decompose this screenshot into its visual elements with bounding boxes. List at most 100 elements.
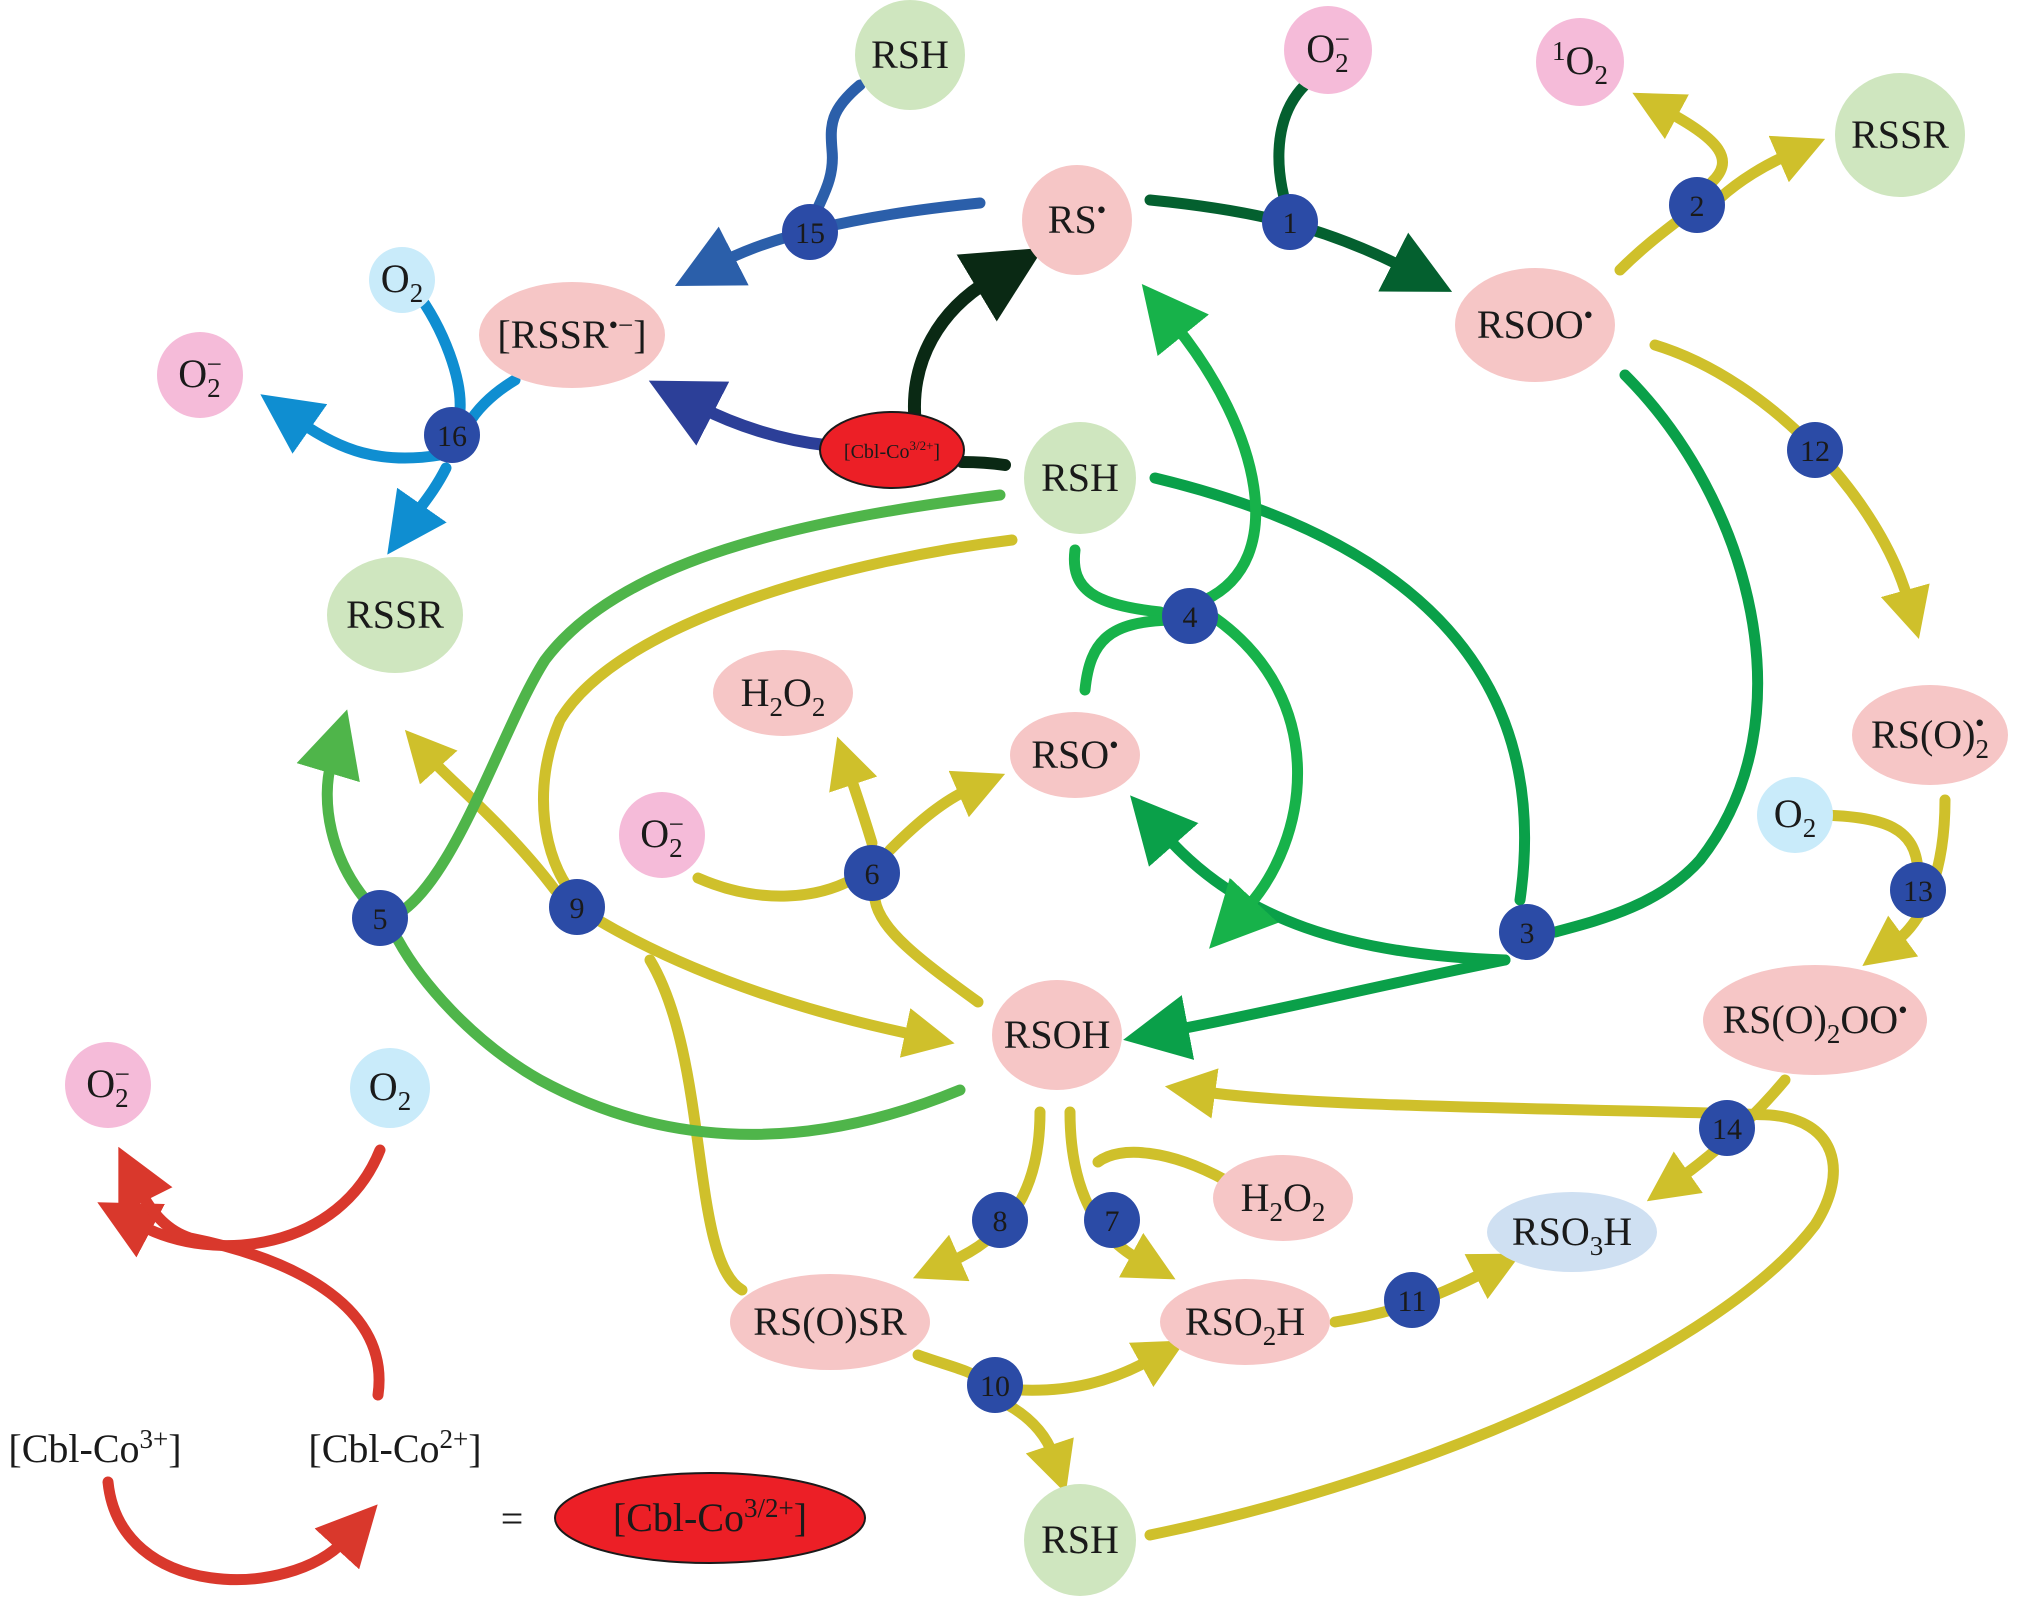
node-cobalamin-large: [Cbl-Co3/2+]	[554, 1472, 866, 1564]
svg-text:RSO•: RSO•	[1031, 730, 1118, 777]
arrow-h2o2-into-step7	[1092, 1146, 1231, 1186]
svg-text:RS(O)2•: RS(O)2•	[1871, 708, 1989, 764]
cobalamin-legend: O2− O2 [Cbl-Co3+] [Cbl-Co2+] = [Cbl-Co3/…	[8, 1042, 866, 1564]
node-superoxide-left: O2−	[157, 332, 243, 418]
arrow-legend-o2-to-co3	[97, 1144, 386, 1258]
arrow-rsosr-to-step9	[644, 954, 748, 1296]
arrow-step2-to-singlet-o2	[1632, 92, 1728, 188]
svg-text:RS•: RS•	[1048, 195, 1106, 242]
svg-text:RSO3H: RSO3H	[1512, 1209, 1632, 1261]
node-sulfinic-acid: RSO2H	[1160, 1279, 1330, 1365]
svg-text:11: 11	[1398, 1285, 1427, 1318]
svg-text:13: 13	[1903, 875, 1933, 908]
node-rssr-top-right: RSSR	[1835, 73, 1965, 197]
svg-text:O2: O2	[381, 256, 423, 308]
arrow-rssr-anion-to-step16	[462, 374, 521, 431]
svg-text:9: 9	[570, 892, 585, 925]
node-oxygen-left: O2	[369, 247, 435, 313]
svg-text:RSH: RSH	[1041, 455, 1119, 500]
node-hydrogen-peroxide-lower: H2O2	[1213, 1155, 1353, 1241]
svg-text:RS(O)2OO•: RS(O)2OO•	[1722, 995, 1907, 1049]
arrow-legend-co2-to-o2m	[118, 1146, 385, 1401]
arrow-rsh-to-step5	[379, 489, 1006, 926]
svg-text:[Cbl-Co3/2+]: [Cbl-Co3/2+]	[844, 438, 940, 463]
svg-text:14: 14	[1712, 1113, 1742, 1146]
svg-text:16: 16	[437, 420, 467, 453]
node-sulfinyl-radical: RSO•	[1010, 712, 1140, 798]
svg-text:10: 10	[980, 1370, 1010, 1403]
svg-text:O2: O2	[369, 1064, 411, 1116]
arrow-step16-to-rssr	[387, 462, 452, 555]
arrows	[97, 79, 1951, 1585]
step-10: 10	[967, 1357, 1023, 1413]
arrow-step10-to-rsh	[1002, 1399, 1074, 1494]
node-disulfide-radical-anion: [RSSR•−]	[479, 282, 665, 388]
node-rsh-bottom: RSH	[1024, 1484, 1136, 1596]
step-12: 12	[1787, 422, 1843, 478]
arrow-step2-to-rssr	[1714, 135, 1826, 204]
arrow-step3-to-rso	[1130, 795, 1511, 966]
arrow-step4-to-rs	[1141, 283, 1262, 606]
svg-text:RSH: RSH	[871, 32, 949, 77]
arrow-step6-to-h2o2	[829, 736, 878, 849]
step-15: 15	[782, 204, 838, 260]
arrow-rsh-to-step3	[1149, 472, 1531, 906]
arrow-step10-to-rso2h	[1014, 1340, 1186, 1396]
arrow-rsh-to-step4	[1068, 544, 1166, 618]
arrow-rsh-bottom-to-rsoh	[1144, 1068, 1839, 1541]
node-sulfonic-acid: RSO3H	[1487, 1192, 1657, 1272]
svg-text:O2−: O2−	[640, 809, 684, 863]
step-13: 13	[1890, 862, 1946, 918]
arrow-step9-to-rssr	[404, 729, 561, 896]
node-thiylperoxyl-radical: RSOO•	[1455, 268, 1615, 382]
svg-text:RSH: RSH	[1041, 1517, 1119, 1562]
arrow-step3-to-rsoh	[1123, 954, 1511, 1060]
arrow-o2m-into-step6	[692, 869, 866, 902]
node-thiyl-radical: RS•	[1022, 165, 1132, 275]
step-1: 1	[1262, 194, 1318, 250]
svg-text:O2−: O2−	[1306, 24, 1350, 78]
svg-text:5: 5	[373, 903, 388, 936]
arrow-o2-into-step16	[409, 284, 466, 416]
svg-text:1: 1	[1283, 207, 1298, 240]
step-5: 5	[352, 890, 408, 946]
svg-text:3: 3	[1520, 917, 1535, 950]
svg-text:[Cbl-Co3/2+]: [Cbl-Co3/2+]	[613, 1493, 807, 1540]
svg-text:RSOO•: RSOO•	[1477, 300, 1593, 347]
arrow-step4-to-rsoh	[1209, 612, 1303, 949]
arrow-rsoh-to-rso2h	[1064, 1106, 1176, 1280]
arrow-rs-to-rssr-anion	[674, 197, 986, 286]
svg-text:12: 12	[1800, 435, 1830, 468]
arrow-rsh-to-step9	[538, 534, 1018, 899]
svg-text:4: 4	[1183, 601, 1198, 634]
node-thiosulfinate: RS(O)SR	[730, 1274, 930, 1370]
svg-text:6: 6	[865, 858, 880, 891]
step-4: 4	[1162, 588, 1218, 644]
legend-cbl-co3-label: [Cbl-Co3+]	[8, 1424, 181, 1471]
legend-equals: =	[501, 1496, 524, 1541]
svg-text:7: 7	[1105, 1205, 1120, 1238]
step-3: 3	[1499, 904, 1555, 960]
svg-text:H2O2: H2O2	[1241, 1175, 1326, 1227]
arrow-step16-to-o2m	[260, 394, 446, 464]
node-hydrogen-peroxide-upper: H2O2	[713, 650, 853, 736]
legend-oxygen: O2	[350, 1048, 430, 1128]
svg-text:RSOH: RSOH	[1004, 1012, 1111, 1057]
arrow-cbl-to-rssr-anion	[648, 380, 831, 451]
arrow-rsh-to-cbl	[956, 456, 1011, 471]
node-sulfonyl-radical: RS(O)2•	[1852, 685, 2008, 785]
step-7: 7	[1084, 1192, 1140, 1248]
svg-text:RSO2H: RSO2H	[1185, 1299, 1305, 1351]
node-sulfenic-acid: RSOH	[992, 980, 1122, 1090]
svg-text:1O2: 1O2	[1552, 36, 1608, 90]
svg-text:2: 2	[1690, 190, 1705, 223]
step-markers: 1 2 3 4 5 6 7 8 9 10 11 12 13 14 15 16	[352, 177, 1946, 1413]
arrow-step9-to-rsoh	[592, 914, 955, 1058]
svg-text:RS(O)SR: RS(O)SR	[753, 1299, 907, 1344]
arrow-rsoh-to-step5	[392, 934, 966, 1140]
legend-cbl-co2-label: [Cbl-Co2+]	[308, 1424, 481, 1471]
step-2: 2	[1669, 177, 1725, 233]
svg-text:O2−: O2−	[178, 349, 222, 403]
step-8: 8	[972, 1192, 1028, 1248]
